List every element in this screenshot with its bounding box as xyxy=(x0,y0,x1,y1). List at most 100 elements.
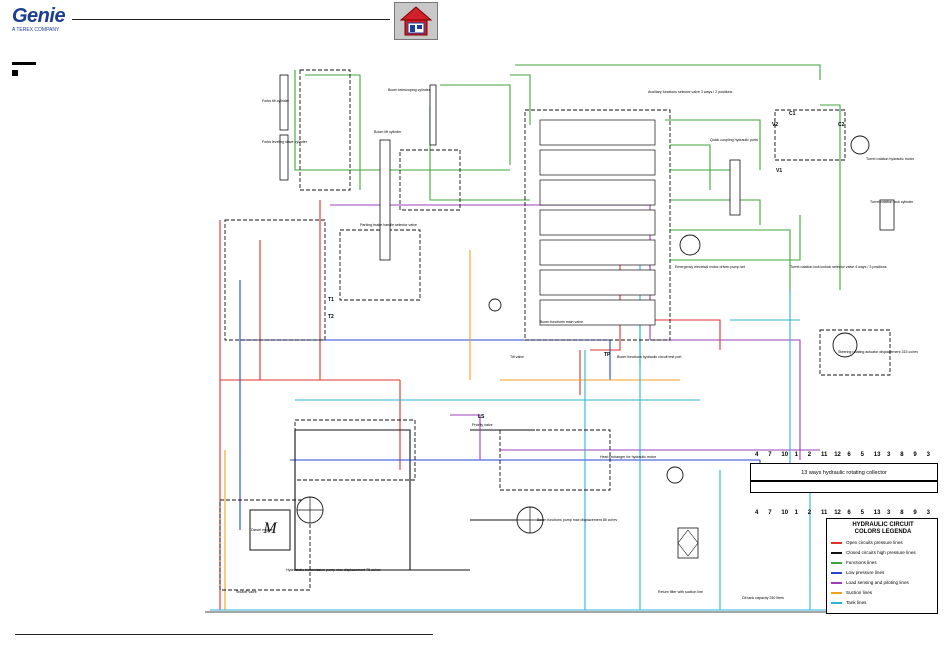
legend-item: Low pressure lines xyxy=(831,569,884,577)
port-t1: T1 xyxy=(328,297,334,303)
tilt-valve-label: Tilt valve xyxy=(510,355,525,359)
test-port-label: Boom functions hydraulic circuit test po… xyxy=(617,355,682,359)
legend-swatch xyxy=(831,601,842,604)
brand-tagline: A TEREX COMPANY xyxy=(12,27,60,33)
legend-swatch xyxy=(831,561,842,564)
legend-label: Tank lines xyxy=(846,600,867,605)
auxiliary-selector-label: Auxiliary functions selector valve 3 way… xyxy=(648,90,733,94)
legend-title-line2: COLORS LEGENDA xyxy=(854,529,912,535)
legend-item: Suction lines xyxy=(831,589,872,597)
transmission-box xyxy=(294,419,416,481)
collector-port-number: 3 xyxy=(926,452,930,458)
collector-port-number: 13 xyxy=(873,510,881,516)
boom-lift-label: Boom lift cylinder xyxy=(374,130,402,134)
legend-item: Open circuits pressure lines xyxy=(831,539,903,547)
tank-label: Oil tank capacity 250 liters xyxy=(742,596,784,600)
colors-legend: HYDRAULIC CIRCUIT COLORS LEGENDA Open ci… xyxy=(826,518,938,614)
collector-port-number: 8 xyxy=(900,510,904,516)
priority-valve-label: Priority valve xyxy=(472,423,493,427)
collector-port-number: 12 xyxy=(834,452,841,458)
collector-port-number: 3 xyxy=(926,510,930,516)
collector-port-number: 11 xyxy=(821,452,828,458)
svg-text:M: M xyxy=(262,520,278,537)
legend-swatch xyxy=(831,551,842,554)
port-v2: V2 xyxy=(772,122,779,128)
collector-port-number: 1 xyxy=(794,510,798,516)
collector-port-number: 4 xyxy=(755,510,759,516)
boom-functions-valve-box xyxy=(524,109,671,341)
legend-label: Suction lines xyxy=(846,590,873,595)
section-marker xyxy=(12,62,36,65)
collector-port-number: 6 xyxy=(847,510,851,516)
brand-logo: Genie xyxy=(12,5,66,27)
home-button[interactable] xyxy=(394,2,438,40)
turret-lock-label: Turret rotation lock/unlock selector val… xyxy=(790,265,887,269)
boom-functions-valve-label: Boom functions main valve xyxy=(540,320,583,324)
legend-title-line1: HYDRAULIC CIRCUIT xyxy=(852,522,914,528)
collector-port-number: 1 xyxy=(794,452,798,458)
collector-port-number: 7 xyxy=(768,452,772,458)
home-icon xyxy=(399,6,433,36)
collector-port-number: 8 xyxy=(900,452,904,458)
boom-telescoping-label: Boom telescoping cylinder xyxy=(388,88,430,92)
legend-item: Tank lines xyxy=(831,599,866,607)
collector-port-number: 13 xyxy=(873,452,881,458)
legend-swatch xyxy=(831,541,842,544)
telescoping-box xyxy=(399,149,461,211)
quick-coupling-label: Quick coupling hydraulic ports xyxy=(710,138,758,142)
boom-pump-box xyxy=(499,429,611,491)
port-tp: TP xyxy=(604,352,611,358)
emergency-pump-label: Emergency electrical motor driven pump s… xyxy=(675,265,746,269)
collector-port-number: 5 xyxy=(860,452,864,458)
collector-port-number: 9 xyxy=(913,510,917,516)
legend-label: Load sensing and piloting lines xyxy=(846,580,909,585)
collector-port-number: 2 xyxy=(807,452,812,458)
port-c2: C2 xyxy=(838,122,845,128)
footer-rule xyxy=(15,634,433,635)
legend-label: Closed circuits high pressure lines xyxy=(846,550,916,555)
forks-circuit-box xyxy=(224,219,326,341)
turret-box xyxy=(774,109,846,161)
port-t2: T2 xyxy=(328,314,334,320)
collector-port-number: 6 xyxy=(847,452,851,458)
collector-port-number: 10 xyxy=(781,452,789,458)
collector-port-number: 11 xyxy=(821,510,828,516)
steering-label: Steering rotating actuator displacement … xyxy=(838,350,919,354)
section-bullet xyxy=(12,70,18,76)
collector-port-number: 9 xyxy=(913,452,917,458)
forks-cylinders-box xyxy=(299,69,351,191)
forks-tilt-label: Forks tilt cylinder xyxy=(262,99,289,103)
legend-swatch xyxy=(831,591,842,594)
collector-port-number: 3 xyxy=(887,452,891,458)
collector-port-number: 4 xyxy=(755,452,759,458)
port-c1-top: C1 xyxy=(789,111,796,117)
steering-box xyxy=(819,329,891,376)
turret-lock-cylinder-label: Turret rotation lock cylinder xyxy=(870,200,914,204)
turret-motor-label: Turret rotation hydraulic motor xyxy=(866,157,915,161)
legend-item: Load sensing and piloting lines xyxy=(831,579,909,587)
legend-item: Functions lines xyxy=(831,559,877,567)
legend-title: HYDRAULIC CIRCUIT COLORS LEGENDA xyxy=(827,522,939,536)
port-v1: V1 xyxy=(776,168,783,174)
collector-port-number: 3 xyxy=(887,510,891,516)
parking-brake-label: Parking brake handle selector valve xyxy=(360,223,417,227)
legend-swatch xyxy=(831,571,842,574)
hydrostatic-pump-label: Hydrostatic transmission pump max displa… xyxy=(286,568,381,572)
collector-port-number: 5 xyxy=(860,510,864,516)
port-ls: LS xyxy=(478,414,485,420)
collector-port-number: 10 xyxy=(781,510,789,516)
collector-port-number: 12 xyxy=(834,510,841,516)
rotating-collector-base xyxy=(750,481,938,493)
legend-label: Open circuits pressure lines xyxy=(846,540,903,545)
return-filter-label: Return filter with suction line xyxy=(658,590,703,594)
diesel-box xyxy=(219,499,311,591)
hydraulic-schematic: M xyxy=(205,64,930,613)
shutoff-label: Shutoff valve xyxy=(236,590,257,594)
forks-leveling-label: Forks leveling slave cylinder xyxy=(262,140,307,144)
boom-pump-label: Boom functions pump max displacement 85 … xyxy=(537,518,618,522)
legend-label: Functions lines xyxy=(846,560,877,565)
diesel-label: Diesel engine xyxy=(251,528,273,532)
collector-port-number: 2 xyxy=(807,510,812,516)
legend-item: Closed circuits high pressure lines xyxy=(831,549,916,557)
page-header: Genie A TEREX COMPANY xyxy=(0,0,950,50)
